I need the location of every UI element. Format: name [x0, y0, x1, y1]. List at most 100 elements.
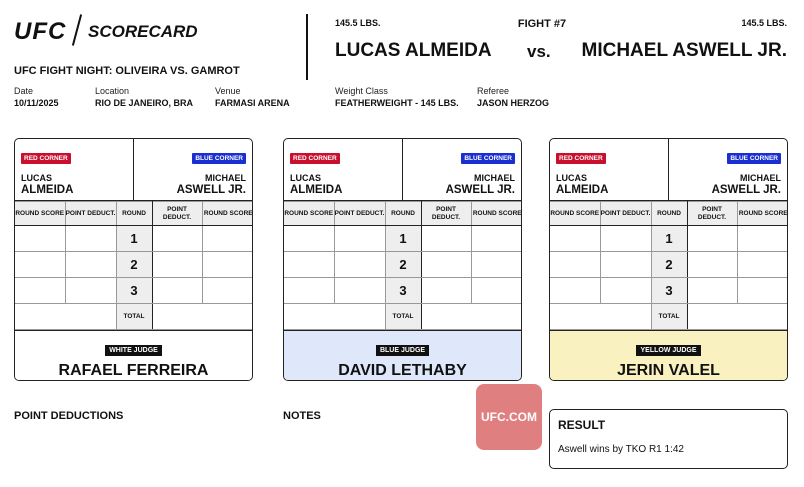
red-round-score-cell[interactable] [550, 225, 601, 252]
blue-total-cell[interactable] [420, 303, 521, 330]
red-round-score-cell[interactable] [284, 225, 335, 252]
result-box: RESULT Aswell wins by TKO R1 1:42 [549, 409, 788, 469]
ufc-com-watermark: UFC.COM [476, 384, 542, 450]
blue-round-score-cell[interactable] [201, 251, 252, 278]
page-title: SCORECARD [88, 22, 198, 41]
date-value: 10/11/2025 [14, 98, 59, 108]
round-row: 1 [550, 225, 787, 252]
red-total-cell[interactable] [550, 303, 652, 330]
blue-round-score-cell[interactable] [470, 251, 521, 278]
red-point-deduct-cell[interactable] [599, 251, 652, 278]
blue-total-cell[interactable] [686, 303, 787, 330]
blue-corner-panel: BLUE CORNER MICHAEL ASWELL JR. [403, 139, 521, 200]
blue-corner-panel: BLUE CORNER MICHAEL ASWELL JR. [669, 139, 787, 200]
red-total-cell[interactable] [284, 303, 386, 330]
round-row: 2 [15, 251, 252, 278]
red-round-score-cell[interactable] [15, 251, 66, 278]
round-number: 2 [115, 251, 153, 278]
venue-label: Venue [215, 86, 241, 96]
blue-round-score-cell[interactable] [736, 251, 787, 278]
blue-round-score-header: ROUND SCORE [201, 201, 252, 226]
red-point-deduct-cell[interactable] [64, 251, 117, 278]
judge-panel: BLUE JUDGE DAVID LETHABY [284, 330, 521, 380]
round-number: 1 [115, 225, 153, 252]
scorecard-yellow: RED CORNER LUCAS ALMEIDA BLUE CORNER MIC… [549, 138, 788, 381]
blue-corner-badge: BLUE CORNER [461, 153, 515, 164]
referee-value: JASON HERZOG [477, 98, 550, 108]
red-round-score-cell[interactable] [284, 251, 335, 278]
red-last-name: ALMEIDA [290, 184, 343, 196]
total-label: TOTAL [650, 303, 688, 330]
red-round-score-cell[interactable] [284, 277, 335, 304]
blue-round-score-cell[interactable] [201, 225, 252, 252]
red-point-deduct-cell[interactable] [333, 277, 386, 304]
round-number: 1 [650, 225, 688, 252]
red-round-score-cell[interactable] [550, 277, 601, 304]
red-point-deduct-cell[interactable] [64, 225, 117, 252]
round-row: 3 [284, 277, 521, 304]
blue-point-deduct-cell[interactable] [686, 225, 738, 252]
round-row: 3 [550, 277, 787, 304]
blue-point-deduct-cell[interactable] [420, 225, 472, 252]
blue-round-score-cell[interactable] [470, 277, 521, 304]
blue-point-deduct-header: POINT DEDUCT. [420, 201, 472, 226]
round-number: 2 [650, 251, 688, 278]
red-round-score-cell[interactable] [550, 251, 601, 278]
blue-first-name: MICHAEL [205, 173, 246, 183]
red-round-score-header: ROUND SCORE [15, 201, 66, 226]
blue-round-score-cell[interactable] [201, 277, 252, 304]
judge-title-badge: WHITE JUDGE [105, 345, 162, 356]
red-point-deduct-cell[interactable] [599, 225, 652, 252]
round-number: 3 [650, 277, 688, 304]
red-point-deduct-header: POINT DEDUCT. [333, 201, 386, 226]
blue-round-score-cell[interactable] [736, 277, 787, 304]
location-label: Location [95, 86, 130, 96]
red-point-deduct-cell[interactable] [599, 277, 652, 304]
red-point-deduct-cell[interactable] [333, 225, 386, 252]
round-row: 2 [284, 251, 521, 278]
red-round-score-cell[interactable] [15, 277, 66, 304]
round-header: ROUND [115, 201, 153, 226]
round-header: ROUND [384, 201, 422, 226]
blue-round-score-cell[interactable] [470, 225, 521, 252]
red-first-name: LUCAS [290, 173, 321, 183]
round-row: 1 [284, 225, 521, 252]
fight-number: FIGHT #7 [517, 18, 567, 30]
blue-total-cell[interactable] [151, 303, 252, 330]
red-round-score-header: ROUND SCORE [284, 201, 335, 226]
red-total-cell[interactable] [15, 303, 117, 330]
red-point-deduct-cell[interactable] [333, 251, 386, 278]
blue-point-deduct-cell[interactable] [420, 277, 472, 304]
judge-panel: WHITE JUDGE RAFAEL FERREIRA [15, 330, 252, 380]
date-label: Date [14, 86, 34, 96]
judge-name: RAFAEL FERREIRA [58, 362, 209, 379]
scorecard-blue: RED CORNER LUCAS ALMEIDA BLUE CORNER MIC… [283, 138, 522, 381]
blue-point-deduct-cell[interactable] [151, 225, 203, 252]
blue-fighter-name: MICHAEL ASWELL JR. [581, 40, 788, 61]
event-name: UFC FIGHT NIGHT: OLIVEIRA VS. GAMROT [14, 65, 240, 77]
blue-corner-panel: BLUE CORNER MICHAEL ASWELL JR. [134, 139, 252, 200]
judge-title-badge: BLUE JUDGE [375, 345, 430, 356]
blue-round-score-cell[interactable] [736, 225, 787, 252]
red-weight: 145.5 LBS. [335, 18, 381, 28]
red-round-score-cell[interactable] [15, 225, 66, 252]
red-point-deduct-cell[interactable] [64, 277, 117, 304]
blue-round-score-header: ROUND SCORE [736, 201, 787, 226]
red-point-deduct-header: POINT DEDUCT. [599, 201, 652, 226]
blue-point-deduct-header: POINT DEDUCT. [151, 201, 203, 226]
red-corner-panel: RED CORNER LUCAS ALMEIDA [15, 139, 134, 200]
blue-point-deduct-cell[interactable] [151, 277, 203, 304]
blue-point-deduct-cell[interactable] [420, 251, 472, 278]
red-corner-panel: RED CORNER LUCAS ALMEIDA [284, 139, 403, 200]
round-number: 3 [115, 277, 153, 304]
point-deductions-heading: POINT DEDUCTIONS [14, 410, 124, 422]
blue-last-name: ASWELL JR. [711, 184, 781, 196]
red-corner-badge: RED CORNER [556, 153, 606, 164]
blue-point-deduct-cell[interactable] [686, 277, 738, 304]
red-corner-panel: RED CORNER LUCAS ALMEIDA [550, 139, 669, 200]
round-header: ROUND [650, 201, 688, 226]
blue-point-deduct-cell[interactable] [686, 251, 738, 278]
blue-point-deduct-cell[interactable] [151, 251, 203, 278]
